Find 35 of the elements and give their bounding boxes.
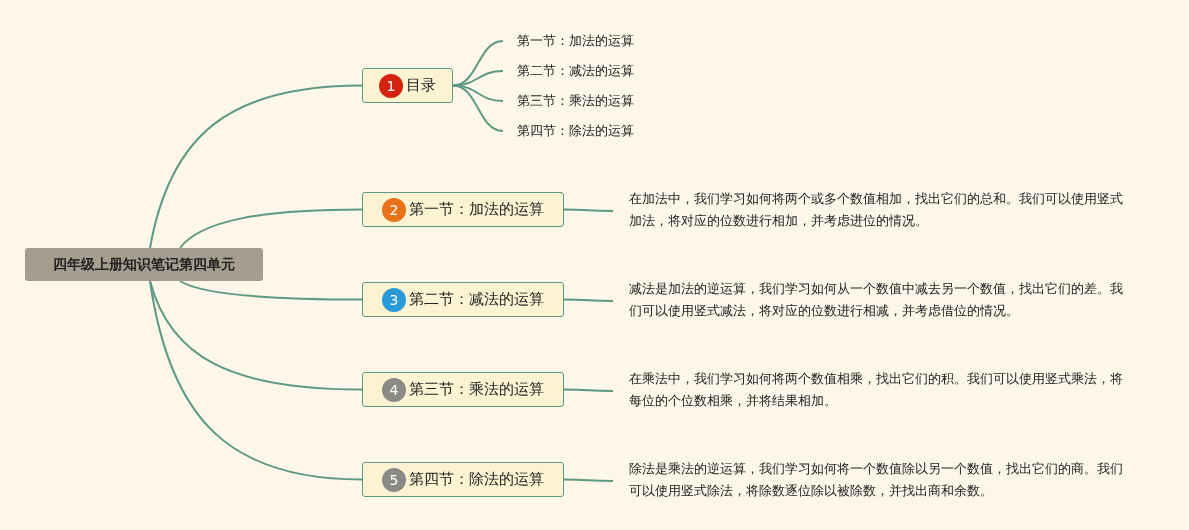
topic-box bbox=[362, 68, 453, 103]
topic-label: 目录 bbox=[406, 76, 436, 95]
subtopic-text: 第三节：乘法的运算 bbox=[517, 91, 647, 111]
subtopic-text: 第一节：加法的运算 bbox=[517, 31, 647, 51]
connector-line bbox=[563, 478, 614, 482]
connector-line bbox=[563, 388, 614, 392]
subtopic-text: 第四节：除法的运算 bbox=[517, 121, 647, 141]
topic-box bbox=[362, 462, 564, 497]
connector-line bbox=[452, 84, 504, 132]
topic-label: 第一节：加法的运算 bbox=[409, 200, 544, 219]
connector-line bbox=[563, 208, 614, 212]
connector-line bbox=[179, 208, 363, 249]
number-badge: 4 bbox=[382, 377, 406, 402]
connector-line bbox=[149, 280, 363, 481]
description-text: 在乘法中，我们学习如何将两个数值相乘，找出它们的积。我们可以使用竖式乘法，将每位的个位数相乘，并将结果相加。 bbox=[613, 368, 1133, 414]
connector-line bbox=[452, 70, 504, 87]
topic-box bbox=[362, 282, 564, 317]
connector-line bbox=[149, 84, 363, 249]
topic-box bbox=[362, 192, 564, 227]
description-text: 除法是乘法的逆运算，我们学习如何将一个数值除以另一个数值，找出它们的商。我们可以使用竖式除法，将除数逐位除以被除数，并找出商和余数。 bbox=[613, 458, 1133, 504]
central-topic-box: 四年级上册知识笔记第四单元 bbox=[25, 248, 263, 281]
number-badge: 3 bbox=[382, 287, 406, 312]
number-badge: 2 bbox=[382, 197, 406, 222]
topic-box bbox=[362, 372, 564, 407]
subtopic-text: 第二节：减法的运算 bbox=[517, 61, 647, 81]
description-text: 在加法中，我们学习如何将两个或多个数值相加，找出它们的总和。我们可以使用竖式加法，将对应的位数进行相加，并考虑进位的情况。 bbox=[613, 188, 1133, 234]
topic-label: 第二节：减法的运算 bbox=[409, 290, 544, 309]
topic-label: 第三节：乘法的运算 bbox=[409, 380, 544, 399]
number-badge: 1 bbox=[379, 73, 403, 98]
description-text: 减法是加法的逆运算，我们学习如何从一个数值中减去另一个数值，找出它们的差。我们可以使用竖式减法，将对应的位数进行相减，并考虑借位的情况。 bbox=[613, 278, 1133, 324]
connector-line bbox=[563, 298, 614, 302]
topic-label: 第四节：除法的运算 bbox=[409, 470, 544, 489]
number-badge: 5 bbox=[382, 467, 406, 492]
connector-line bbox=[179, 280, 363, 301]
connector-line bbox=[149, 280, 363, 391]
